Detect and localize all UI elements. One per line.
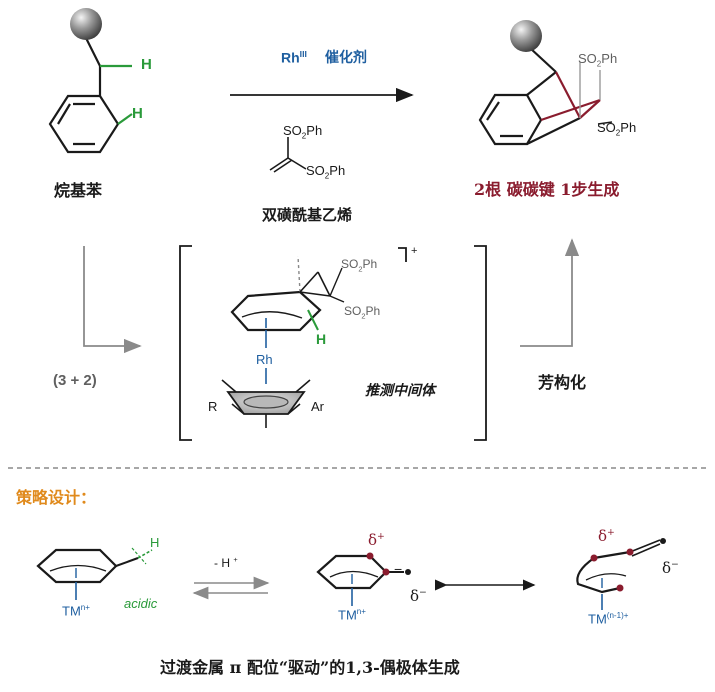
left-bracket <box>179 245 192 441</box>
new-cc-bond-1 <box>555 71 581 119</box>
delta-minus-label-2: δ− <box>410 587 427 605</box>
charge-corner <box>398 247 407 262</box>
aryl-ch-bond <box>117 113 133 125</box>
delta-plus-label-3: δ+ <box>598 527 615 545</box>
arrow-to-intermediate <box>83 246 142 354</box>
right-bracket <box>474 245 487 441</box>
tm-label-1: TMn+ <box>62 603 90 619</box>
minus-h-label: - H + <box>214 555 238 570</box>
r-label: R <box>208 399 218 414</box>
tm-label-2: TMn+ <box>338 607 366 623</box>
delta-minus-label-3: δ− <box>662 559 679 577</box>
delta-plus-label-2: δ+ <box>368 531 385 549</box>
tm-arene-3 <box>576 538 666 610</box>
intermediate-label: 推测中间体 <box>365 383 435 399</box>
product-sphere <box>510 20 542 52</box>
so2ph-label-1: SO2Ph <box>283 123 323 141</box>
intermediate-h-label: H <box>316 331 327 347</box>
product-structure <box>478 47 613 146</box>
equilibrium-arrows <box>192 576 270 600</box>
coordinated-arene <box>230 290 322 332</box>
alkylbenzene-structure <box>48 37 133 154</box>
product-so2ph-label-2: SO2Ph <box>597 120 637 138</box>
arrow-to-product <box>520 238 580 347</box>
new-cc-bond-2 <box>540 98 601 122</box>
bottom-caption: 过渡金属 π 配位“驱动”的1,3-偶极体生成 <box>160 658 460 677</box>
so2ph-label-2: SO2Ph <box>306 163 346 181</box>
rh-catalyst-label: RhIII <box>281 49 307 66</box>
bissulfonyl-ethylene-structure <box>269 137 307 173</box>
substituent-sphere <box>70 8 102 40</box>
intermediate-so2ph-1: SO2Ph <box>341 257 378 274</box>
tm-arene-2 <box>316 552 411 606</box>
acidic-h-label: H <box>150 535 160 550</box>
product-so2ph-label-1: SO2Ph <box>578 51 618 69</box>
tm-arene-1 <box>36 547 153 600</box>
rh-label: Rh <box>256 352 273 367</box>
anion-minus-label: − <box>394 561 403 577</box>
intermediate-structure <box>221 255 345 428</box>
product-caption: 2根 碳碳键 1步生成 <box>474 180 620 199</box>
cation-charge: + <box>411 245 418 257</box>
ar-label: Ar <box>311 399 324 414</box>
cycloaddition-label: (3 + 2) <box>53 372 97 389</box>
strategy-title: 策略设计： <box>16 488 97 507</box>
aryl-h-label: H <box>132 105 143 122</box>
catalyst-label: 催化剂 <box>325 50 367 66</box>
acidic-label: acidic <box>124 596 158 611</box>
aromatization-label: 芳构化 <box>538 373 587 392</box>
alkylbenzene-label: 烷基苯 <box>54 181 103 200</box>
intermediate-brackets <box>179 245 487 441</box>
reagent-name-label: 双磺酰基乙烯 <box>262 206 353 224</box>
benzylic-h-label: H <box>141 56 152 73</box>
intermediate-so2ph-2: SO2Ph <box>344 304 381 321</box>
tm-label-3: TM(n-1)+ <box>588 611 629 627</box>
